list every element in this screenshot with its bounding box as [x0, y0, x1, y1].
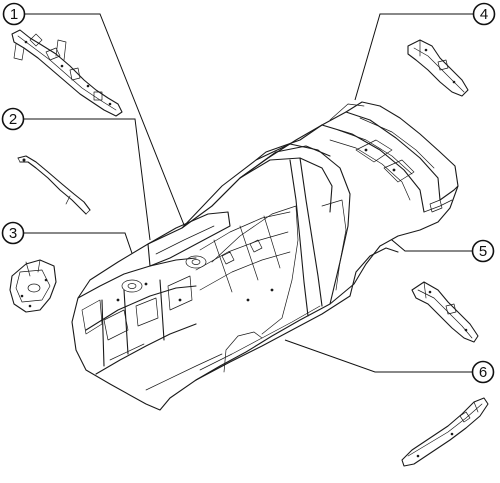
- callout-3-label: 3: [9, 225, 17, 242]
- callout-3: 3: [1, 221, 25, 245]
- part-1-instrument-panel-beam: [11, 29, 123, 117]
- leader-4: [354, 13, 473, 101]
- leader-6: [284, 339, 472, 373]
- part-6-side-sill-outer: [401, 397, 489, 467]
- callout-5: 5: [471, 239, 495, 263]
- part-2-curved-roof-rail: [17, 155, 91, 215]
- callout-1: 1: [2, 2, 26, 26]
- leader-lines: [24, 13, 473, 373]
- part-5-center-pillar-reinforcement: [411, 281, 479, 343]
- part-3-front-side-member: [9, 259, 57, 313]
- callout-2: 2: [1, 107, 25, 131]
- callout-2-label: 2: [9, 111, 17, 128]
- main-body-shell: [71, 101, 459, 411]
- part-4-rear-quarter-bracket: [407, 39, 469, 97]
- callout-5-label: 5: [479, 243, 487, 260]
- callout-1-label: 1: [10, 6, 18, 23]
- leader-3: [24, 232, 136, 263]
- callout-4-label: 4: [480, 6, 488, 23]
- leader-2: [24, 118, 151, 241]
- callout-4: 4: [472, 2, 496, 26]
- callout-6-label: 6: [479, 364, 487, 381]
- leader-1: [24, 13, 191, 241]
- callout-6: 6: [471, 360, 495, 384]
